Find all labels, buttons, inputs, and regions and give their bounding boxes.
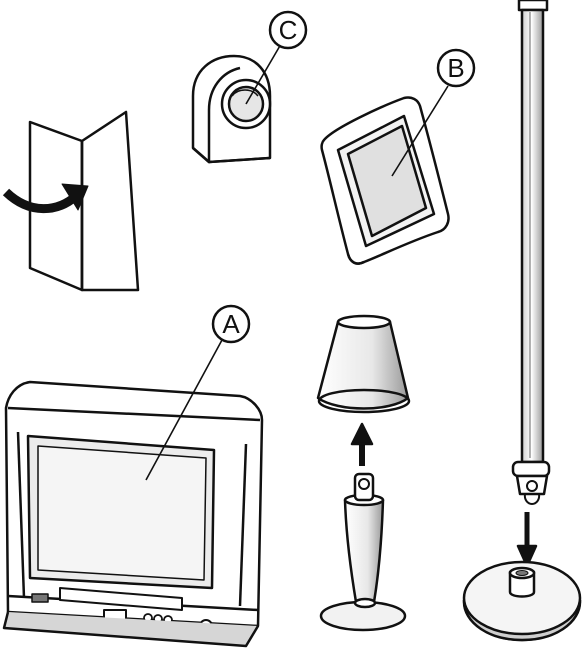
callout-c: C xyxy=(270,12,306,48)
callout-a: A xyxy=(213,306,249,342)
table-lamp-icon xyxy=(318,316,409,630)
folded-card-icon xyxy=(6,112,138,290)
floor-lamp-icon xyxy=(464,0,580,640)
picture-frame-icon xyxy=(322,97,449,263)
television-icon xyxy=(4,382,262,646)
callout-c-label: C xyxy=(279,15,298,45)
round-clock-icon xyxy=(193,56,270,162)
callout-a-label: A xyxy=(222,309,240,339)
callout-b: B xyxy=(438,50,474,86)
callout-b-label: B xyxy=(447,53,464,83)
